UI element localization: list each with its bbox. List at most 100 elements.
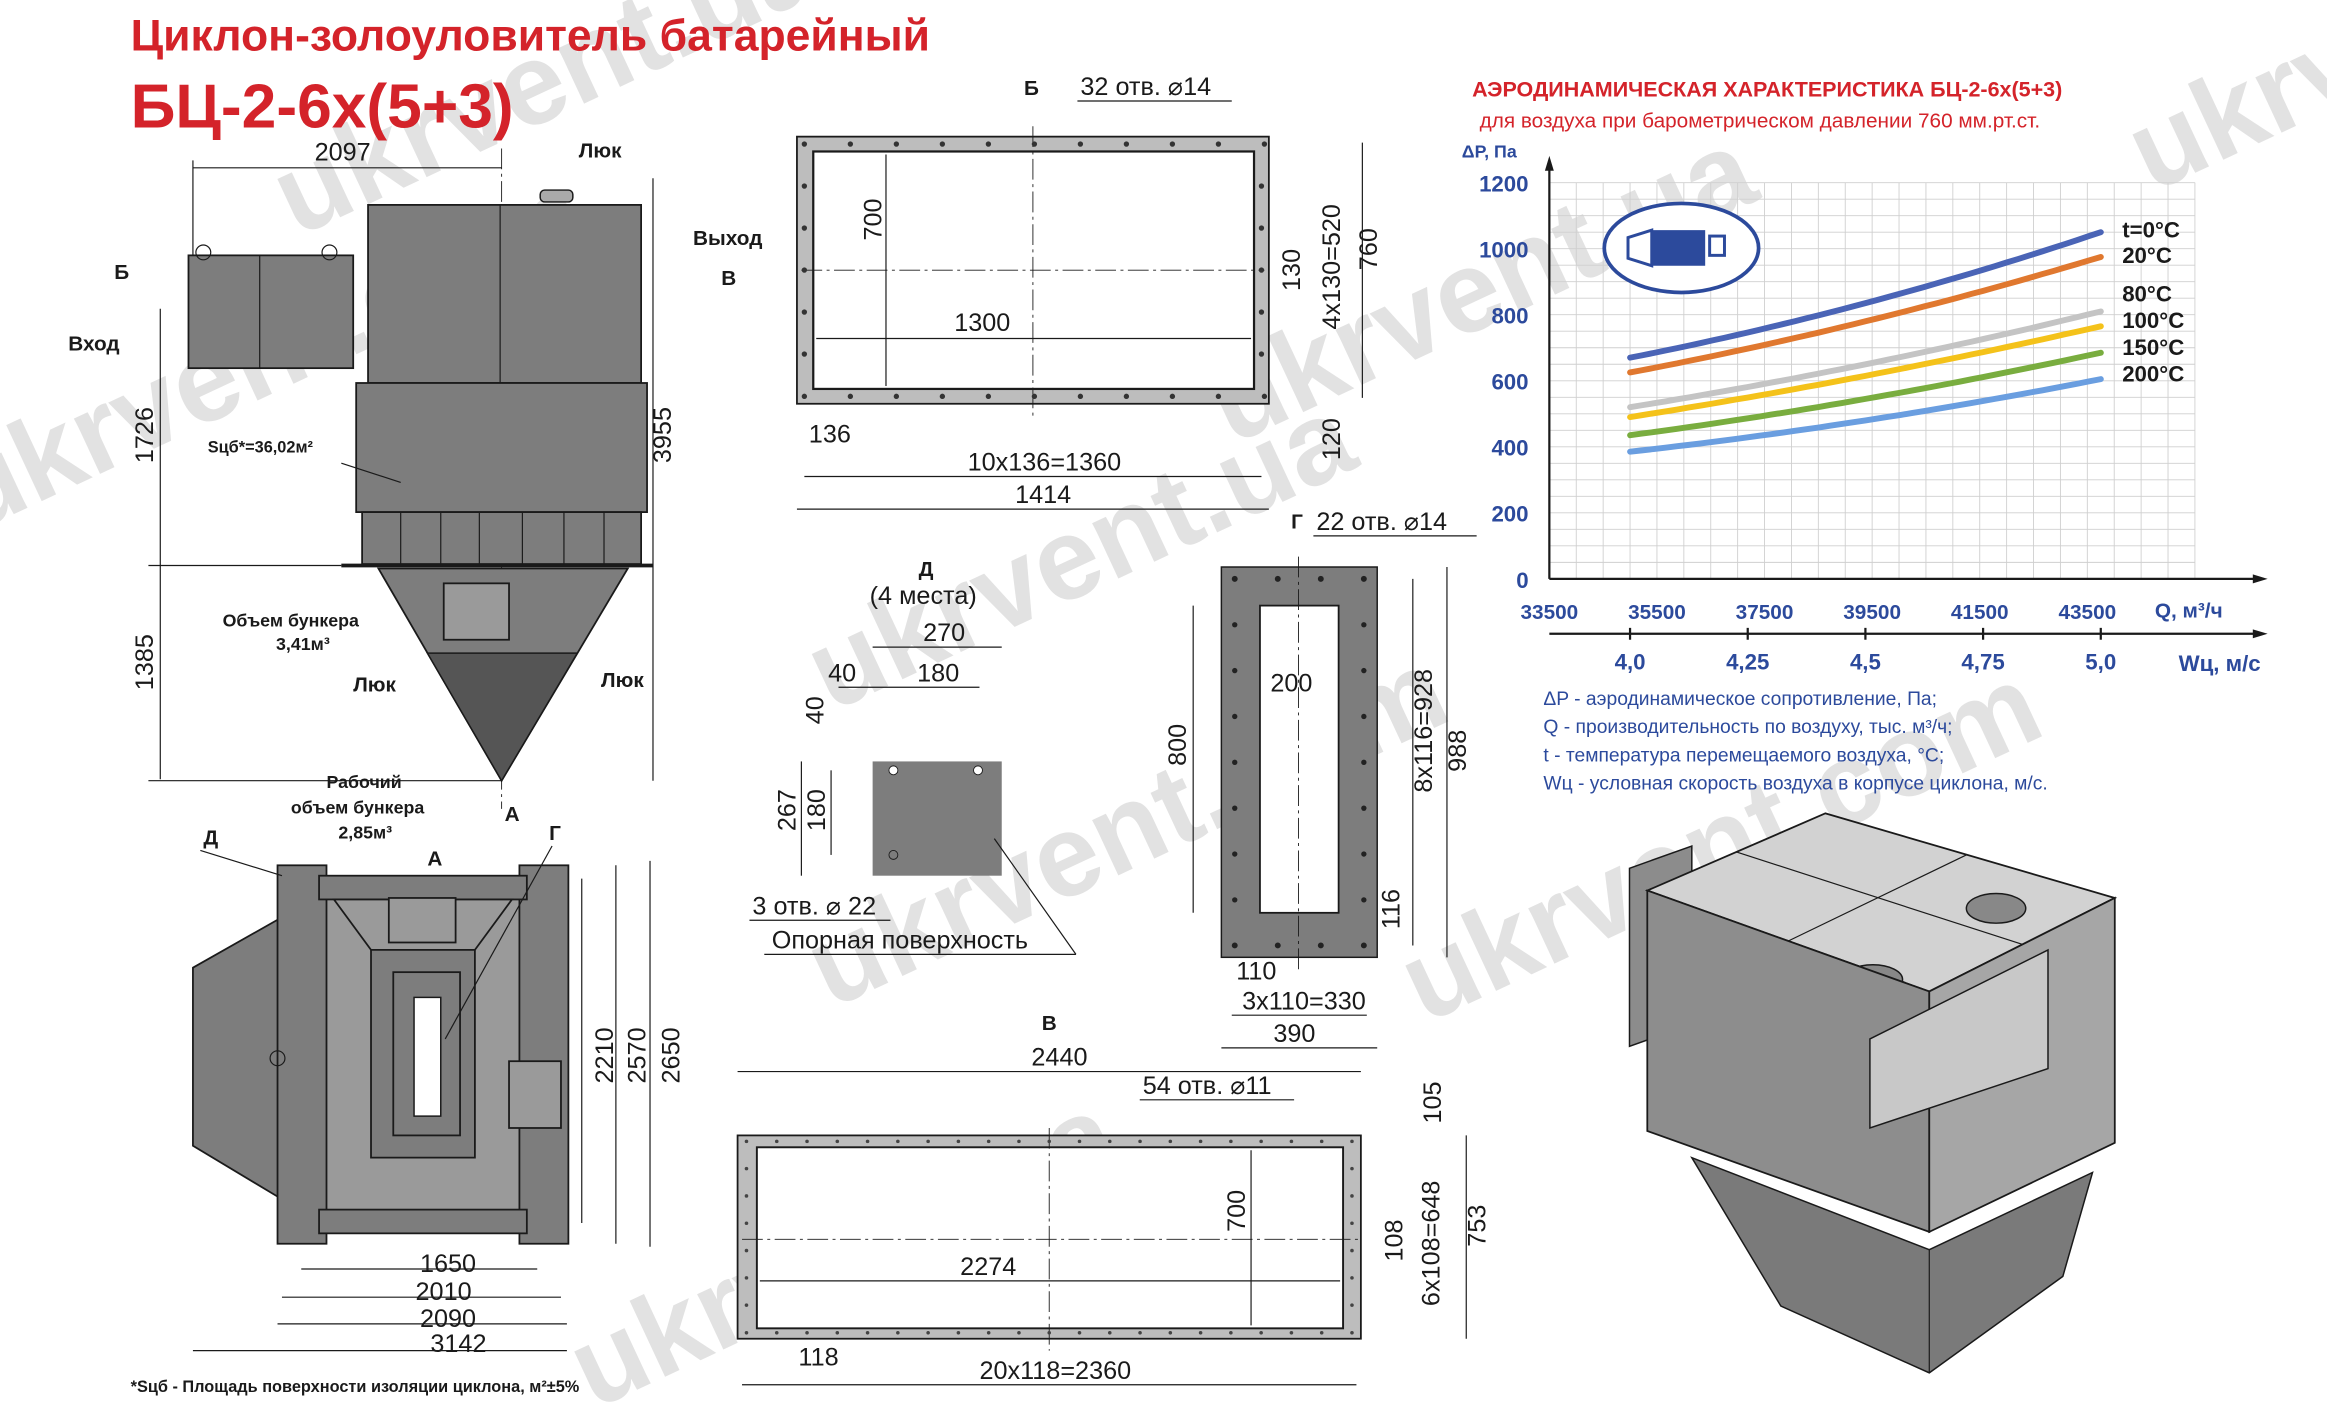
bolt-hole <box>1169 141 1176 147</box>
label-hatch-left: Люк <box>353 674 396 697</box>
bolt-hole <box>801 225 808 231</box>
bolt-hole <box>1289 1139 1294 1144</box>
x-tick-label: 33500 <box>1520 601 1578 624</box>
bolt-hole <box>1232 759 1238 765</box>
bolt-hole <box>956 1139 961 1144</box>
bolt-hole <box>1258 309 1265 315</box>
bolt-hole <box>986 1331 991 1335</box>
support-holes: 3 отв. ⌀ 22 <box>752 892 876 920</box>
legend-label: 80°C <box>2122 281 2172 306</box>
bolt-hole <box>1350 1276 1354 1280</box>
bolt-hole <box>985 393 992 400</box>
bolt-hole <box>1232 622 1238 628</box>
bolt-hole <box>835 1331 840 1335</box>
isometric-view <box>1628 812 2118 1374</box>
bolt-hole <box>1107 1139 1112 1144</box>
factory-logo <box>1602 201 1761 295</box>
label-hopper-volume: Объем бункера <box>223 610 360 630</box>
hopper-hatch <box>442 582 510 641</box>
bolt-hole <box>1017 1331 1021 1335</box>
inlet-duct-plan <box>192 915 283 1201</box>
bolt-hole <box>1198 1331 1203 1335</box>
support-d: Д (4 места) 270 40 180 40 267 180 3 отв.… <box>749 558 1077 955</box>
dim-3142: 3142 <box>430 1330 486 1358</box>
dim-2570: 2570 <box>624 1027 652 1083</box>
bolt-hole <box>744 1331 749 1335</box>
bolt-hole <box>847 393 854 400</box>
bolt-hole <box>939 393 946 400</box>
label-insulation-area: Sцб*=36,02м² <box>208 439 314 457</box>
bolt-hole <box>805 1331 809 1335</box>
bolt-hole <box>1047 1331 1052 1335</box>
bolt-hole <box>835 1139 840 1144</box>
chart-note-2: Q - производительность по воздуху, тыс. … <box>1543 717 1952 738</box>
bolt-hole <box>1231 942 1238 949</box>
bolt-hole <box>801 183 808 189</box>
dim-8x116: 8х116=928 <box>1410 669 1438 793</box>
bolt-hole <box>1258 225 1265 231</box>
bolt-hole <box>1215 141 1222 147</box>
x2-tick-label: 4,75 <box>1961 649 2004 674</box>
dim-4x130: 4х130=520 <box>1318 204 1346 330</box>
bolt-hole <box>985 141 992 147</box>
dim-10x136: 10х136=1360 <box>968 449 1122 477</box>
dim-753: 753 <box>1464 1205 1492 1247</box>
bolt-hole <box>1261 141 1268 147</box>
x-tick-label: 35500 <box>1628 601 1686 624</box>
flange-b: Б 32 отв. ⌀14 700 1300 130 4х130=520 760… <box>796 73 1383 510</box>
x-tick-label: 43500 <box>2058 601 2116 624</box>
bolt-hole <box>1361 851 1367 857</box>
bolt-hole <box>1261 393 1268 400</box>
y-tick-label: 200 <box>1491 502 1528 527</box>
y-tick-label: 1200 <box>1479 172 1529 197</box>
x2-axis-label: Wц, м/с <box>2179 651 2261 676</box>
bolt-hole <box>1077 1139 1082 1144</box>
flange-g-title: Г <box>1291 510 1303 533</box>
x2-tick-label: 4,5 <box>1850 649 1881 674</box>
bolt-hole <box>1259 1331 1263 1335</box>
series-line <box>1627 254 2104 376</box>
y-tick-label: 600 <box>1491 370 1528 395</box>
y-tick-label: 1000 <box>1479 238 1529 263</box>
dim-2090: 2090 <box>420 1305 476 1333</box>
y-axis-label: ΔP, Па <box>1462 141 1518 161</box>
y-tick-label: 0 <box>1516 568 1528 593</box>
x-tick-label: 39500 <box>1843 601 1901 624</box>
x2-axis-arrow <box>2252 629 2268 639</box>
legend-label: t=0°C <box>2122 218 2180 243</box>
dim-180v: 180 <box>803 789 831 831</box>
dim-200: 200 <box>1270 670 1312 698</box>
dim-3955: 3955 <box>649 407 677 463</box>
bolt-hole <box>1319 1331 1324 1335</box>
bolt-hole <box>801 267 808 273</box>
bolt-hole <box>1319 1139 1324 1144</box>
inlet-duct <box>187 254 355 370</box>
x-tick-label: 37500 <box>1736 601 1794 624</box>
x-axis-arrow <box>2252 574 2268 584</box>
bolt-holes <box>801 141 1268 400</box>
aerodynamic-chart: АЭРОДИНАМИЧЕСКАЯ ХАРАКТЕРИСТИКА БЦ-2-6х(… <box>1462 78 2268 795</box>
bolt-hole <box>1047 1139 1052 1144</box>
bolt-hole <box>1350 1303 1354 1307</box>
bolt-hole <box>1350 1139 1354 1144</box>
side-view: 2097 3955 1726 1385 Люк Б Вход Sцб*=36,0… <box>68 138 762 842</box>
bolt-hole <box>1215 393 1222 400</box>
bolt-hole <box>1361 759 1367 765</box>
bolt-hole <box>1317 942 1324 949</box>
label-hatch-right: Люк <box>601 669 644 692</box>
bolt-hole <box>744 1221 749 1226</box>
bolt-hole <box>1107 1331 1112 1335</box>
flange-v: В 2440 54 отв. ⌀11 700 2274 105 108 6х10… <box>736 1012 1492 1386</box>
bolt-hole <box>1229 1331 1233 1335</box>
bolt-hole <box>1138 1139 1142 1144</box>
label-outlet: Выход <box>693 227 762 250</box>
bolt-hole <box>1168 1331 1173 1335</box>
chart-note-1: ΔP - аэродинамическое сопротивление, Па; <box>1543 689 1937 710</box>
bolt-hole <box>896 1139 900 1144</box>
bolt-hole <box>1031 141 1038 147</box>
cyclone-body-upper <box>367 204 643 384</box>
dim-1385: 1385 <box>131 634 159 690</box>
bolt-hole <box>1259 1139 1263 1144</box>
label-work-volume-2: объем бункера <box>291 797 425 817</box>
dim-105: 105 <box>1419 1081 1447 1123</box>
